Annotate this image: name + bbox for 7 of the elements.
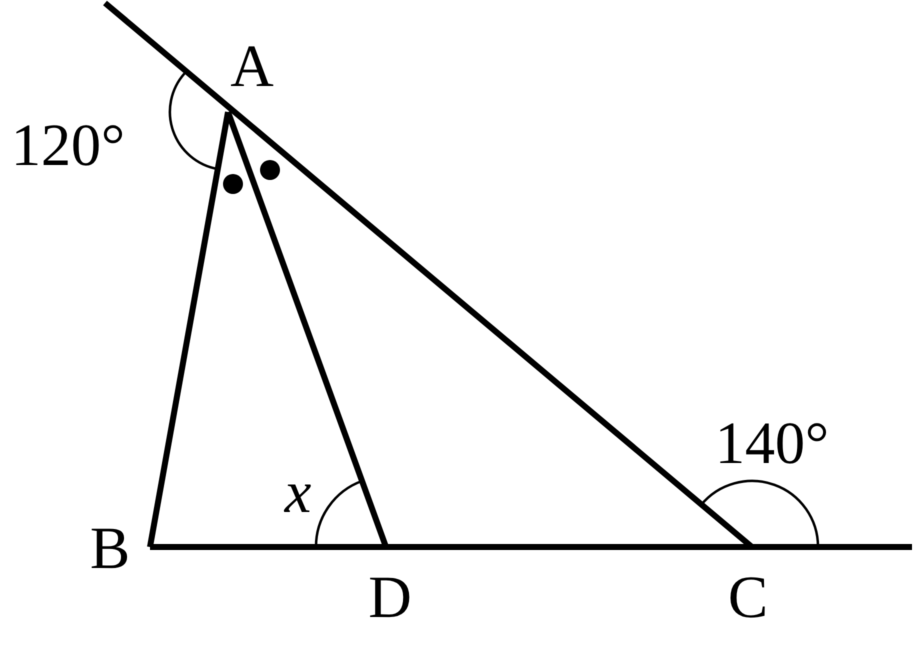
angle-label: 120° bbox=[11, 115, 125, 175]
angle-label: 140° bbox=[715, 413, 829, 473]
angle-label: x bbox=[284, 462, 312, 522]
point-label: C bbox=[728, 567, 768, 627]
point-label: B bbox=[90, 518, 130, 578]
point-label: D bbox=[368, 567, 412, 627]
point-label: A bbox=[230, 36, 274, 96]
